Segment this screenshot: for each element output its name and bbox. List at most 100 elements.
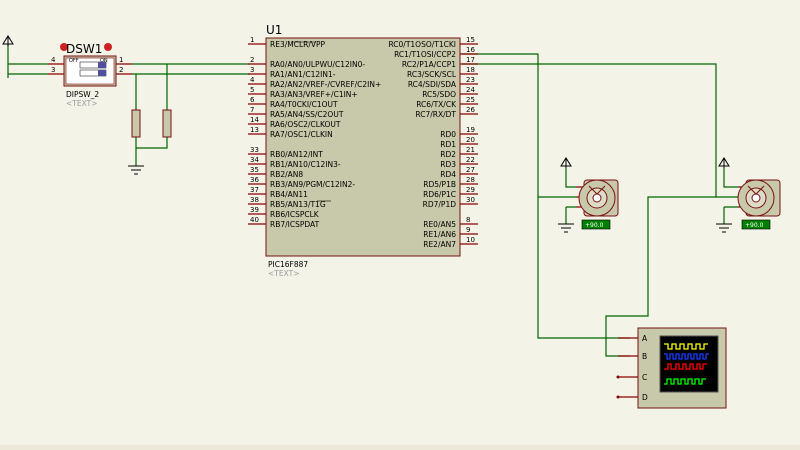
mcu-pin-label: RE1/AN6 — [423, 230, 456, 239]
mcu-pin-label: RE3/MCLR/VPP — [270, 40, 326, 49]
servo-motor-2[interactable]: +90.0 — [737, 179, 781, 230]
scope-trace-d — [664, 378, 706, 385]
dsw-ref: DSW1 — [66, 42, 102, 56]
wire-res-bottom — [135, 137, 168, 149]
dsw-pin-3: 3 — [51, 66, 55, 74]
servo-motor-1[interactable]: +90.0 — [576, 179, 619, 230]
servo2-value: +90.0 — [745, 222, 764, 229]
wires — [7, 44, 738, 357]
mcu-pin-number: 10 — [466, 236, 475, 244]
mcu-pin-label: RB2/AN8 — [270, 170, 303, 179]
mcu-pin-label: RB6/ICSPCLK — [270, 210, 320, 219]
ground-symbol-servo1 — [558, 223, 574, 233]
wire-servo2-gnd — [723, 206, 738, 224]
scope-trace-c — [664, 363, 707, 370]
resistor-1[interactable] — [131, 109, 141, 138]
mcu-pin-label: RB1/AN10/C12IN3- — [270, 160, 341, 169]
mcu-pin-number: 1 — [250, 36, 254, 44]
mcu-pin-number: 35 — [250, 166, 259, 174]
mcu-pin-label: RB7/ICSPDAT — [270, 220, 320, 229]
mcu-pin-number: 36 — [250, 176, 259, 184]
dip-switch[interactable]: OFF ON DSW1 4 3 1 2 DIPSW_2 <TEXT> — [48, 42, 132, 108]
scope-trace-b — [664, 353, 709, 360]
mcu-pin-number: 19 — [466, 126, 475, 134]
mcu-pin-label: RC7/RX/DT — [415, 110, 456, 119]
mcu-pin-number: 7 — [250, 106, 254, 114]
scope-channel-a: A — [642, 334, 648, 343]
oscilloscope[interactable]: A B C D — [616, 327, 727, 409]
mcu-pin-label: RC0/T1OSO/T1CKI — [388, 40, 456, 49]
scope-channel-c: C — [642, 373, 647, 382]
mcu-pin-label: RE2/AN7 — [423, 240, 456, 249]
mcu-pin-number: 37 — [250, 186, 259, 194]
mcu-pin-number: 14 — [250, 116, 259, 124]
scope-channel-b: B — [642, 352, 647, 361]
power-terminal-left[interactable] — [2, 35, 14, 46]
mcu-pin-number: 40 — [250, 216, 259, 224]
dsw-toggle-button-1[interactable] — [60, 43, 68, 51]
mcu-pin-label: RA2/AN2/VREF-/CVREF/C2IN+ — [270, 80, 381, 89]
power-terminal-servo2[interactable] — [718, 157, 730, 168]
mcu-right-pins: 15RC0/T1OSO/T1CKI16RC1/T1OSI/CCP217RC2/P… — [388, 36, 478, 249]
dsw-text: <TEXT> — [66, 99, 97, 108]
mcu-pin-label: RE0/AN5 — [423, 220, 456, 229]
mcu-pin-label: RC5/SDO — [422, 90, 456, 99]
wire-servo2-power — [723, 168, 738, 188]
mcu-pin-number: 20 — [466, 136, 475, 144]
power-terminal-servo1[interactable] — [560, 157, 572, 168]
ground-symbol-1 — [128, 165, 144, 175]
mcu-pin-label: RD6/P1C — [423, 190, 456, 199]
mcu-pin-label: RD1 — [440, 140, 456, 149]
mcu-pin-number: 33 — [250, 146, 259, 154]
mcu-pin-number: 9 — [466, 226, 470, 234]
mcu-pin-label: RA0/AN0/ULPWU/C12IN0- — [270, 60, 365, 69]
dsw-pin-2: 2 — [119, 66, 123, 74]
mcu-pin-number: 28 — [466, 176, 475, 184]
dsw-part: DIPSW_2 — [66, 90, 99, 99]
mcu-pin-label: RC3/SCK/SCL — [407, 70, 457, 79]
mcu-pin-number: 6 — [250, 96, 255, 104]
mcu-pin-label: RC4/SDI/SDA — [408, 80, 457, 89]
wire-servo1-power — [565, 168, 576, 188]
mcu-pin-label: RB4/AN11 — [270, 190, 308, 199]
mcu-pin-number: 4 — [250, 76, 255, 84]
mcu-pin-number: 21 — [466, 146, 475, 154]
mcu-pin-number: 17 — [466, 56, 475, 64]
mcu-pin-label: RA6/OSC2/CLKOUT — [270, 120, 341, 129]
dsw-on-label: ON — [100, 58, 108, 64]
mcu-pin-number: 5 — [250, 86, 254, 94]
wire-servo1-gnd — [565, 206, 576, 224]
mcu-pin-number: 8 — [466, 216, 470, 224]
mcu-pin-number: 25 — [466, 96, 475, 104]
mcu-part: PIC16F887 — [268, 260, 308, 269]
mcu-pin-label: RC1/T1OSI/CCP2 — [394, 50, 456, 59]
wire-scope-b — [605, 196, 716, 357]
mcu-pin-label: RA3/AN3/VREF+/C1IN+ — [270, 90, 358, 99]
servo1-readout — [581, 219, 611, 230]
mcu-pin-label: RA5/AN4/SS/C2OUT — [270, 110, 344, 119]
mcu-pin-number: 16 — [466, 46, 475, 54]
resistor-2[interactable] — [162, 109, 172, 138]
mcu-pin-number: 26 — [466, 106, 475, 114]
mcu-pin-label: RB0/AN12/INT — [270, 150, 323, 159]
servo1-value: +90.0 — [585, 222, 604, 229]
ground-symbol-servo2 — [716, 223, 732, 233]
mcu-pin-number: 29 — [466, 186, 475, 194]
mcu-ref: U1 — [266, 23, 282, 37]
mcu-pin-label: RA7/OSC1/CLKIN — [270, 130, 333, 139]
mcu-pin-number: 13 — [250, 126, 259, 134]
mcu-pin-label: RB5/AN13/T1G — [270, 200, 326, 209]
scope-trace-a — [664, 343, 708, 350]
mcu-pin-number: 34 — [250, 156, 259, 164]
wire-rc1 — [462, 53, 630, 339]
mcu-pin-label: RD0 — [440, 130, 456, 139]
mcu-pin-number: 38 — [250, 196, 259, 204]
dsw-pin-4: 4 — [51, 56, 56, 64]
mcu-pin-number: 39 — [250, 206, 259, 214]
dsw-toggle-button-2[interactable] — [104, 43, 112, 51]
mcu-pin-label: RD4 — [440, 170, 456, 179]
